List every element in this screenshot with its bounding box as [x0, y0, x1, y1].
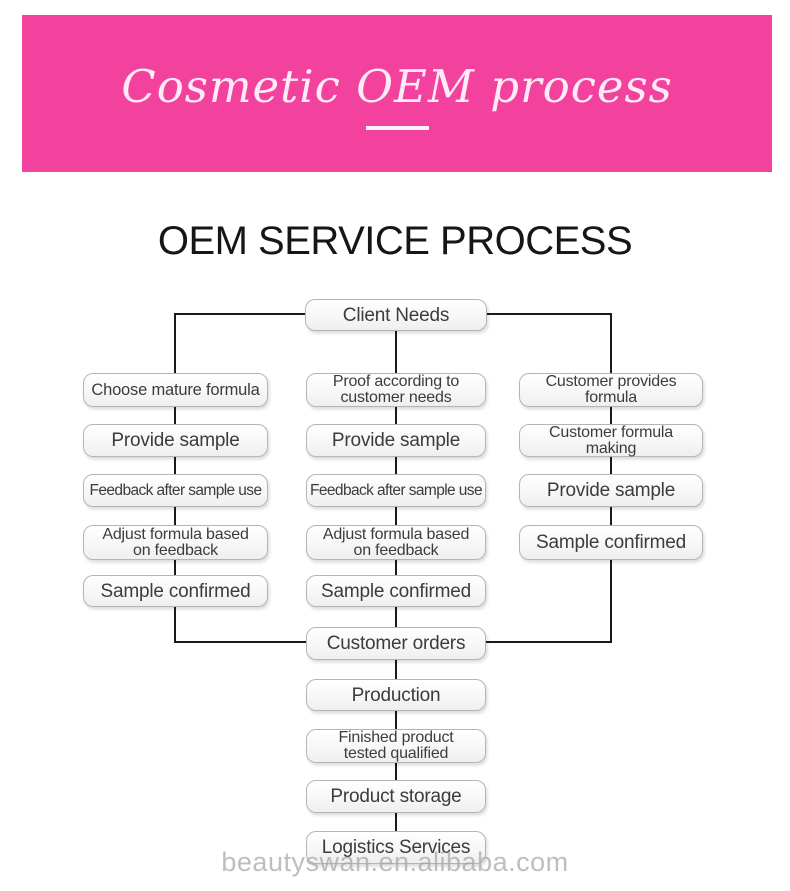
connector-line — [395, 407, 397, 424]
flow-node-sample-confirmed-mid: Sample confirmed — [306, 575, 486, 607]
connector-line — [174, 560, 176, 575]
flow-node-adjust-formula-left: Adjust formula based on feedback — [83, 525, 268, 560]
flow-node-provide-sample-right: Provide sample — [519, 474, 703, 507]
flow-node-logistics-services: Logistics Services — [306, 831, 486, 864]
connector-line — [174, 313, 307, 315]
connector-line — [395, 660, 397, 679]
connector-line — [395, 763, 397, 780]
banner: Cosmetic OEM process — [22, 15, 772, 172]
connector-line — [174, 407, 176, 424]
flow-node-customer-formula-making: Customer formula making — [519, 424, 703, 457]
banner-underline-dash — [365, 125, 429, 130]
connector-line — [610, 457, 612, 474]
connector-line — [610, 507, 612, 525]
connector-line — [395, 607, 397, 627]
connector-line — [395, 457, 397, 474]
connector-line — [610, 560, 612, 643]
connector-line — [610, 313, 612, 373]
flow-node-production: Production — [306, 679, 486, 711]
flow-node-feedback-after-sample-use-mid: Feedback after sample use — [306, 474, 486, 507]
watermark-text: beautyswan.en.alibaba.com — [221, 847, 569, 877]
connector-line — [395, 813, 397, 831]
flow-node-sample-confirmed-right: Sample confirmed — [519, 525, 703, 560]
connector-line — [487, 313, 612, 315]
flow-node-product-storage: Product storage — [306, 780, 486, 813]
connector-line — [174, 313, 176, 373]
flow-node-client-needs: Client Needs — [305, 299, 487, 331]
flow-node-customer-provides-formula: Customer provides formula — [519, 373, 703, 407]
flow-node-finished-product-tested-qualified: Finished product tested qualified — [306, 729, 486, 763]
connector-line — [395, 507, 397, 525]
section-heading: OEM SERVICE PROCESS — [157, 219, 633, 263]
connector-line — [174, 641, 307, 643]
flow-node-provide-sample-left: Provide sample — [83, 424, 268, 457]
connector-line — [395, 560, 397, 575]
connector-line — [174, 507, 176, 525]
connector-line — [486, 641, 612, 643]
connector-line — [174, 457, 176, 474]
banner-title: Cosmetic OEM process — [121, 59, 673, 113]
connector-line — [395, 331, 397, 373]
flow-node-choose-mature-formula: Choose mature formula — [83, 373, 268, 407]
connector-line — [395, 711, 397, 729]
flow-node-sample-confirmed-left: Sample confirmed — [83, 575, 268, 607]
connector-line — [174, 607, 176, 643]
flow-node-customer-orders: Customer orders — [306, 627, 486, 660]
flow-node-provide-sample-mid: Provide sample — [306, 424, 486, 457]
flow-node-adjust-formula-mid: Adjust formula based on feedback — [306, 525, 486, 560]
connector-line — [610, 407, 612, 424]
flow-node-feedback-after-sample-use-left: Feedback after sample use — [83, 474, 268, 507]
flow-node-proof-according-to-customer-needs: Proof according to customer needs — [306, 373, 486, 407]
